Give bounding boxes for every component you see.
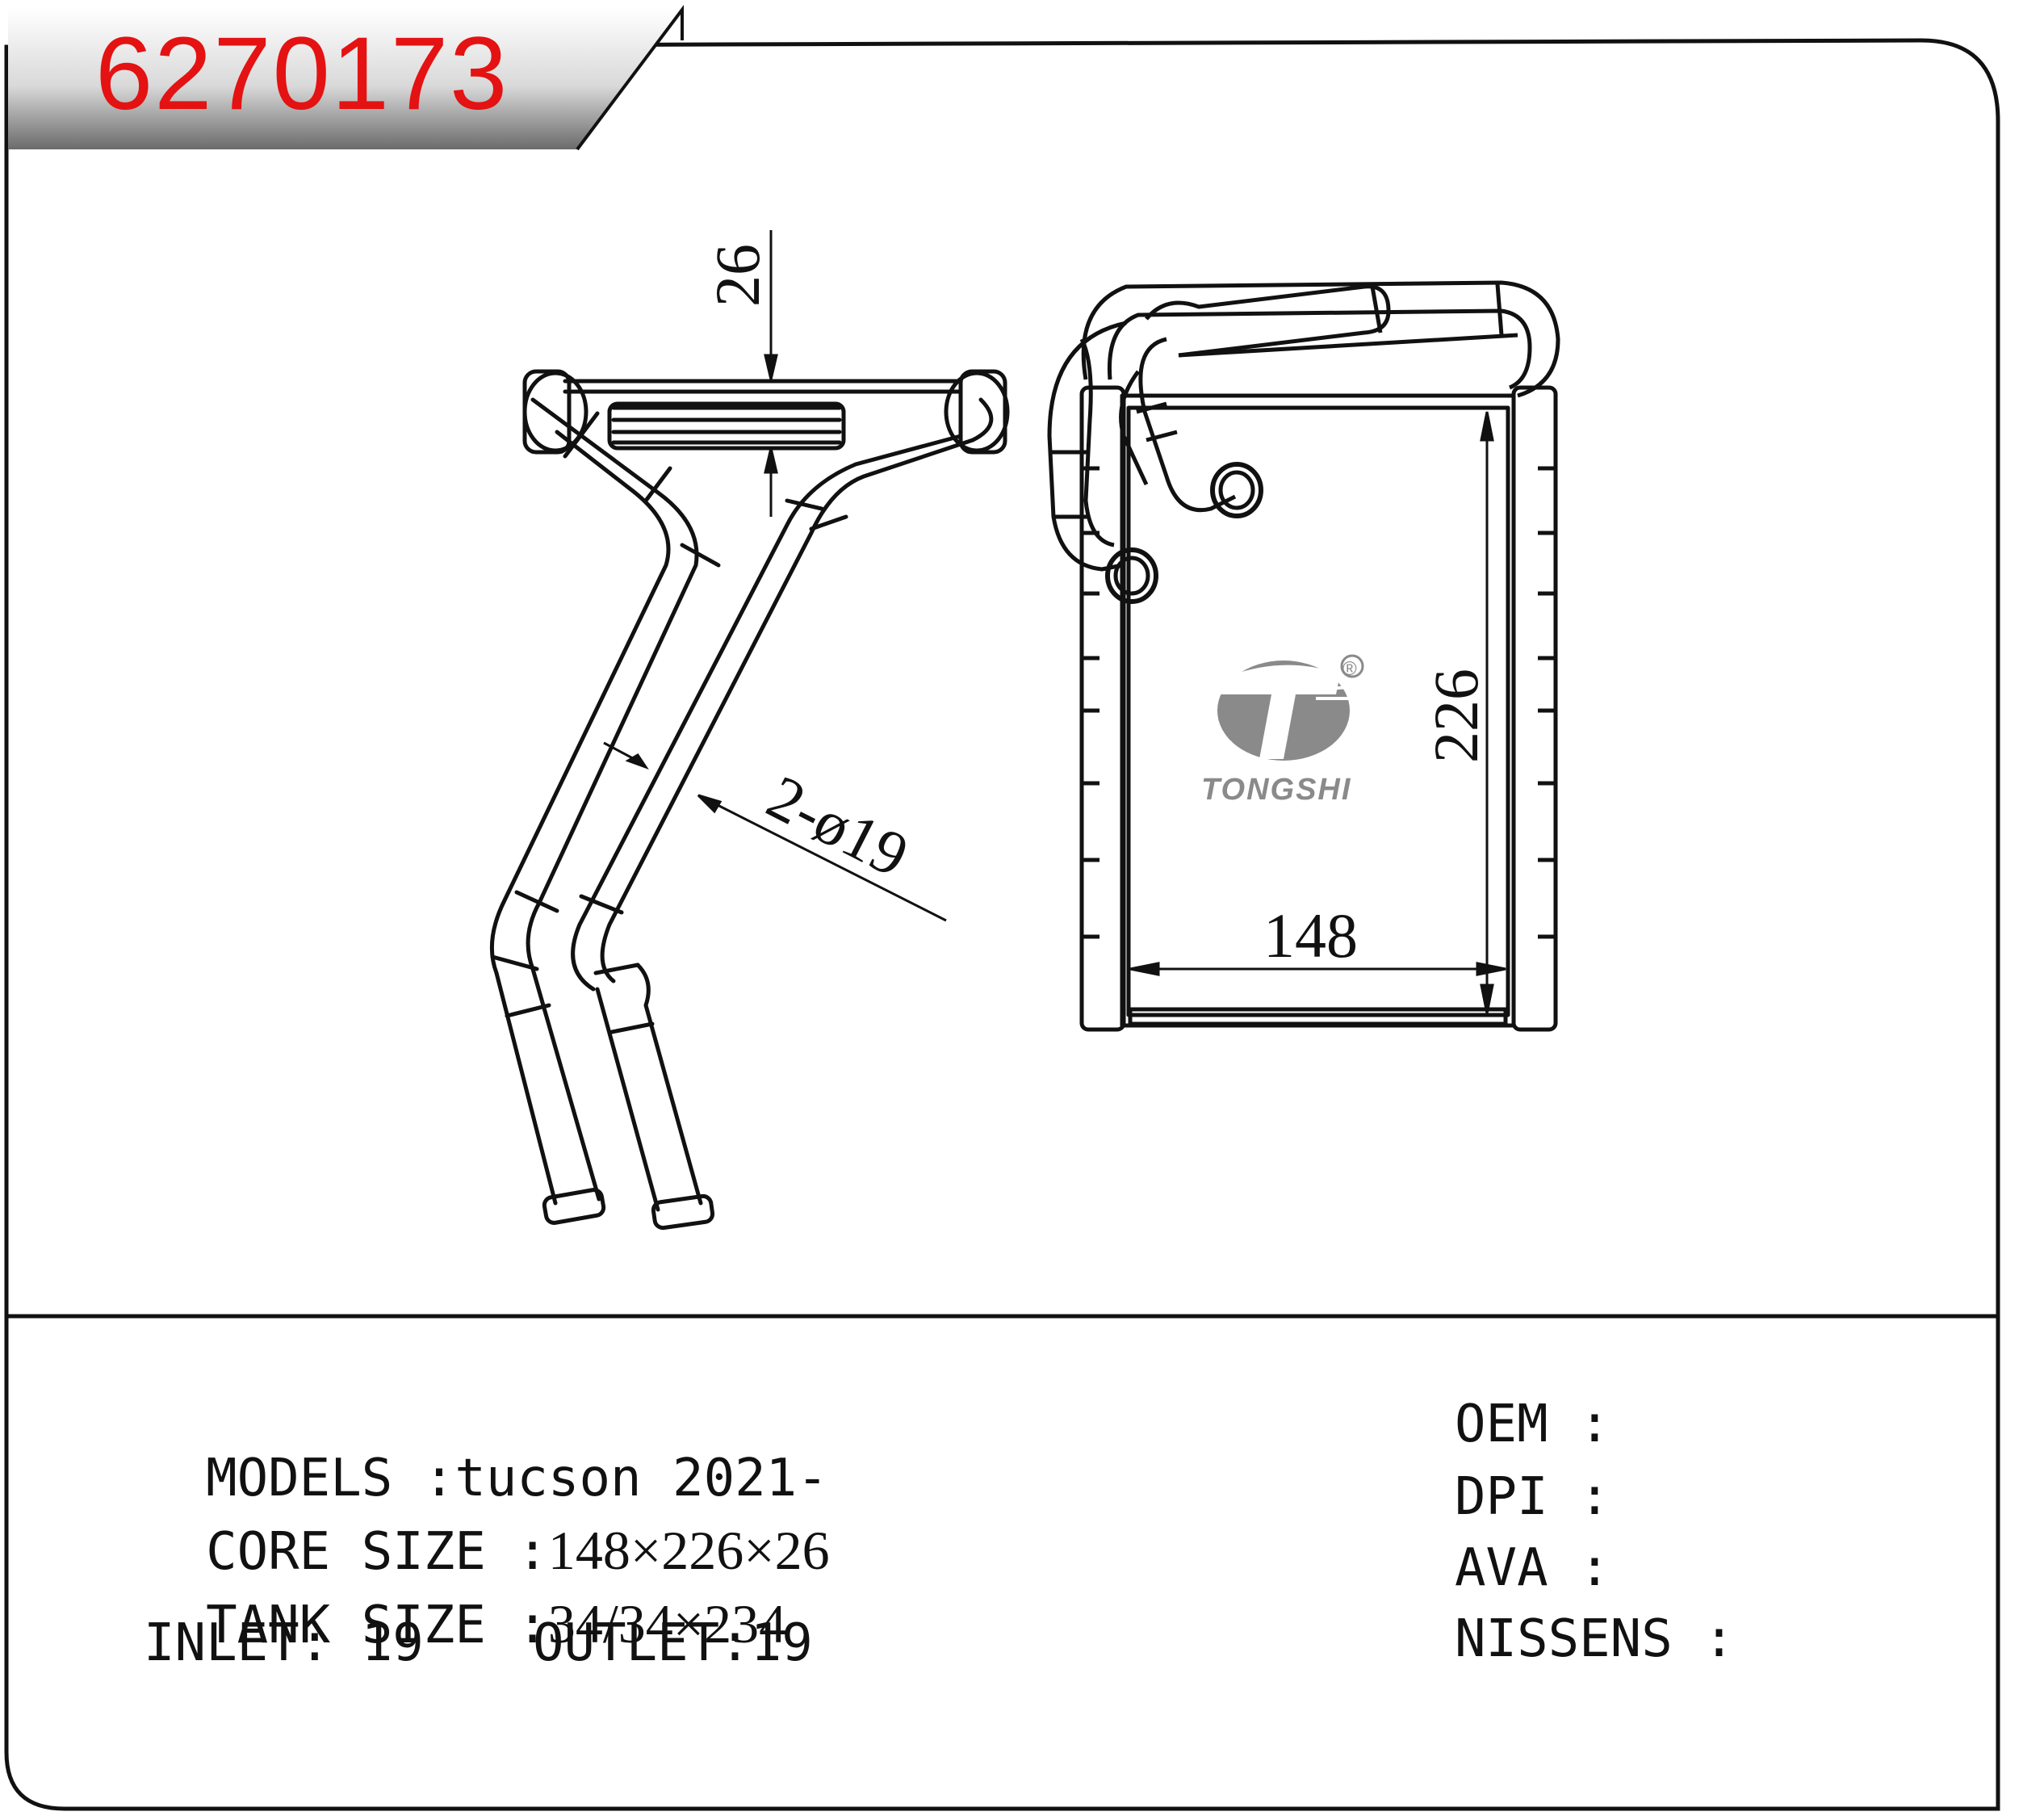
models-value: tucson 2021- (454, 1449, 828, 1508)
tank-size-row: TANK SIZE :34/34×234 (144, 1545, 786, 1651)
pipe-diameter-dimension (603, 741, 947, 922)
models-row: MODELS :tucson 2021- (144, 1401, 828, 1504)
title-tab-edge (576, 5, 684, 151)
core-size-value: 148×226×26 (547, 1520, 830, 1581)
inlet-label: INLET: 19 (144, 1613, 424, 1673)
sheet-frame (4, 38, 2000, 1811)
title-tab (8, 8, 682, 149)
front-view-core (1047, 280, 1560, 1032)
tongshi-logo: ® TONGSHI (1201, 654, 1364, 807)
models-label: MODELS : (206, 1449, 455, 1508)
tank-size-value: 34/34×234 (547, 1593, 787, 1655)
width-dimension (1129, 962, 1506, 976)
logo-registered-mark: ® (1342, 658, 1357, 680)
ava-label: AVA : (1455, 1538, 1610, 1598)
dim-pipe-label: 2-ø19 (756, 761, 919, 891)
dim-width-label: 148 (1263, 900, 1358, 971)
height-dimension (1480, 411, 1494, 1014)
outlet-label: OUTLET:19 (533, 1613, 813, 1673)
tank-size-label: TANK SIZE : (206, 1596, 548, 1655)
logo-wordmark: TONGSHI (1201, 773, 1351, 807)
nissens-label: NISSENS : (1455, 1609, 1735, 1669)
core-size-label: CORE SIZE : (206, 1522, 548, 1582)
oem-label: OEM : (1455, 1395, 1610, 1454)
dim-depth-label: 26 (702, 244, 773, 307)
core-size-row: CORE SIZE :148×226×26 (144, 1471, 830, 1578)
dim-height-label: 226 (1421, 669, 1491, 763)
depth-dimension (764, 230, 778, 517)
side-view-pipes (489, 369, 1010, 1231)
dpi-label: DPI : (1455, 1467, 1610, 1527)
part-number-title: 6270173 (95, 16, 509, 132)
